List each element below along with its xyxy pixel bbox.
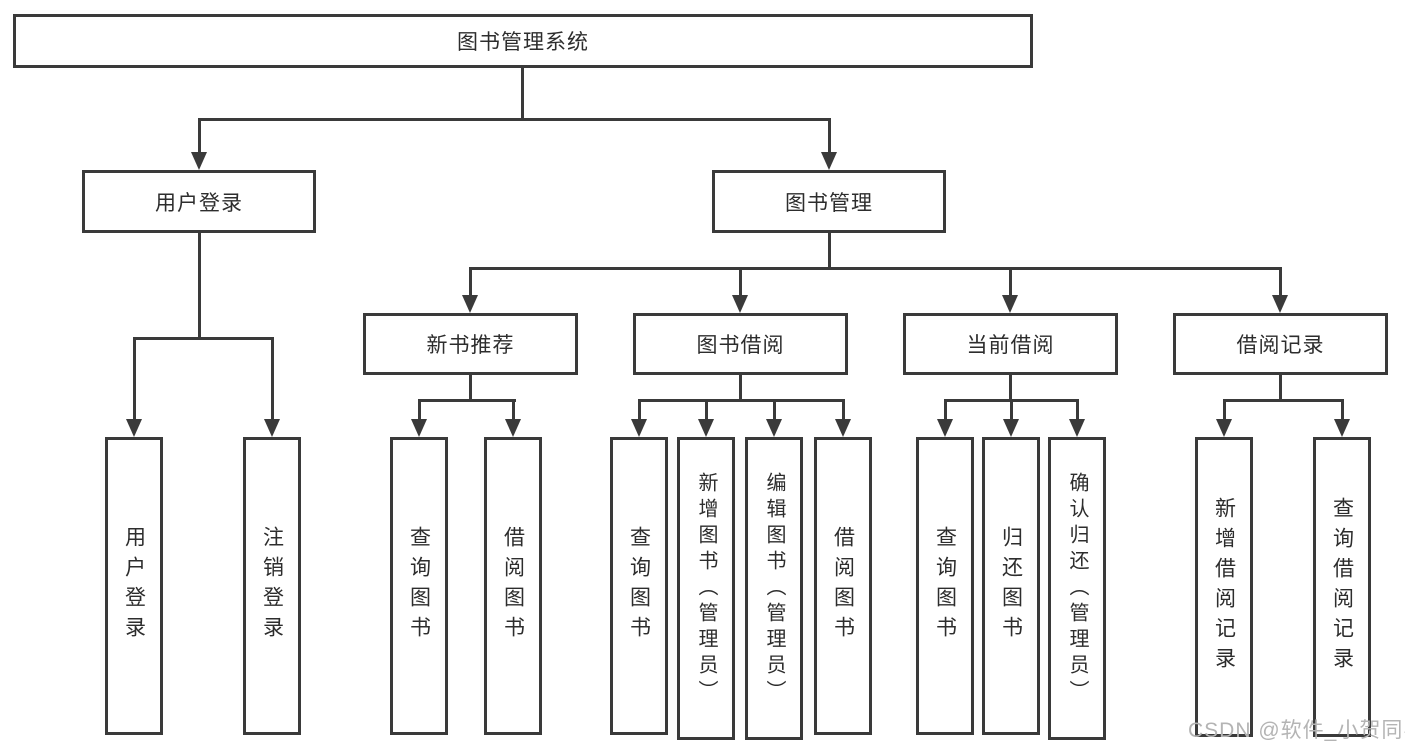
arrowhead-icon [631,419,647,437]
connector-hline [1223,399,1344,402]
connector-vline [842,399,845,420]
connector-vline [1279,267,1282,295]
arrowhead-icon [821,152,837,170]
connector-vline [739,267,742,295]
csdn-watermark: CSDN @软件_小贺同学 [1188,719,1405,742]
connector-vline [1279,375,1282,400]
leaf-borrow-query: 查询图书 [610,437,668,735]
node-book-borrow: 图书借阅 [633,313,848,375]
leaf-newbook-query: 查询图书 [390,437,448,735]
arrowhead-icon [1002,295,1018,313]
connector-vline [512,399,515,420]
arrowhead-icon [835,419,851,437]
connector-hline [638,399,845,402]
connector-vline [828,118,831,153]
connector-vline [133,337,136,419]
connector-hline [133,337,274,340]
connector-vline [469,267,472,295]
connector-vline [198,233,201,338]
connector-vline [1009,375,1012,400]
connector-vline [705,399,708,420]
connector-vline [638,399,641,420]
connector-vline [1010,399,1013,420]
leaf-current-return: 归还图书 [982,437,1040,735]
arrowhead-icon [126,419,142,437]
connector-vline [1009,267,1012,295]
arrowhead-icon [732,295,748,313]
node-book-management: 图书管理 [712,170,946,233]
connector-vline [828,233,831,268]
connector-vline [944,399,947,420]
leaf-borrow-add-admin: 新增图书（管理员） [677,437,735,740]
connector-vline [469,375,472,400]
connector-hline [418,399,516,402]
connector-vline [1076,399,1079,420]
arrowhead-icon [1069,419,1085,437]
node-user-login: 用户登录 [82,170,316,233]
connector-vline [271,337,274,419]
leaf-current-confirm-admin: 确认归还（管理员） [1048,437,1106,740]
leaf-logout: 注销登录 [243,437,301,735]
arrowhead-icon [766,419,782,437]
arrowhead-icon [411,419,427,437]
arrowhead-icon [264,419,280,437]
arrowhead-icon [1003,419,1019,437]
arrowhead-icon [505,419,521,437]
connector-hline [198,118,831,121]
connector-vline [739,375,742,400]
leaf-record-add: 新增借阅记录 [1195,437,1253,737]
node-new-book-recommend: 新书推荐 [363,313,578,375]
connector-vline [773,399,776,420]
node-borrow-records: 借阅记录 [1173,313,1388,375]
node-current-borrow: 当前借阅 [903,313,1118,375]
leaf-current-query: 查询图书 [916,437,974,735]
leaf-borrow-borrow: 借阅图书 [814,437,872,735]
leaf-borrow-edit-admin: 编辑图书（管理员） [745,437,803,740]
arrowhead-icon [1216,419,1232,437]
arrowhead-icon [1334,419,1350,437]
arrowhead-icon [698,419,714,437]
connector-vline [1223,399,1226,420]
leaf-user-login: 用户登录 [105,437,163,735]
arrowhead-icon [191,152,207,170]
leaf-record-query: 查询借阅记录 [1313,437,1371,737]
arrowhead-icon [462,295,478,313]
arrowhead-icon [1272,295,1288,313]
connector-vline [521,68,524,119]
leaf-newbook-borrow: 借阅图书 [484,437,542,735]
connector-vline [1341,399,1344,420]
connector-vline [198,118,201,153]
connector-vline [418,399,421,420]
node-root: 图书管理系统 [13,14,1033,68]
connector-hline [469,267,1282,270]
arrowhead-icon [937,419,953,437]
